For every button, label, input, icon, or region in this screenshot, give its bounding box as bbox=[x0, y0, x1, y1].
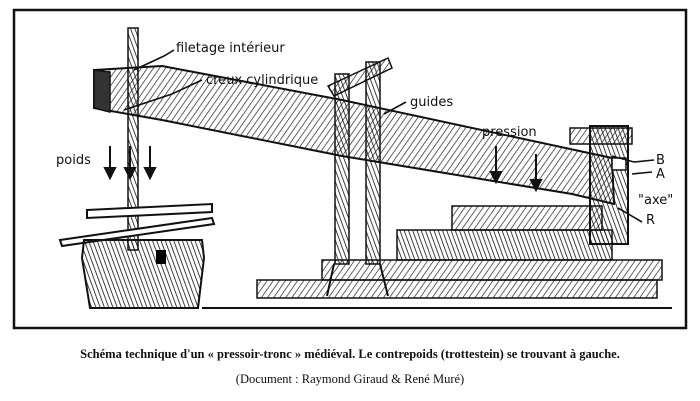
label-guides: guides bbox=[410, 95, 453, 110]
figure-frame bbox=[12, 8, 688, 330]
label-pression: pression bbox=[482, 125, 537, 140]
label-axe: "axe" bbox=[638, 193, 673, 208]
label-poids: poids bbox=[56, 153, 91, 168]
leader-lines bbox=[123, 49, 655, 223]
pression-arrows bbox=[489, 146, 543, 193]
label-b: B bbox=[656, 153, 665, 168]
figure-credit: (Document : Raymond Giraud & René Muré) bbox=[235, 372, 465, 386]
press-diagram: filetage intérieur creux cylindrique gui… bbox=[12, 8, 688, 330]
label-r: R bbox=[646, 213, 655, 228]
counterweight-stone bbox=[80, 239, 206, 309]
label-creux: creux cylindrique bbox=[206, 73, 318, 88]
label-filetage: filetage intérieur bbox=[176, 41, 285, 56]
figure-caption: Schéma technique d'un « pressoir-tronc »… bbox=[80, 347, 620, 361]
poids-arrows bbox=[103, 146, 157, 181]
base-timbers bbox=[256, 205, 663, 299]
label-a: A bbox=[656, 167, 665, 182]
